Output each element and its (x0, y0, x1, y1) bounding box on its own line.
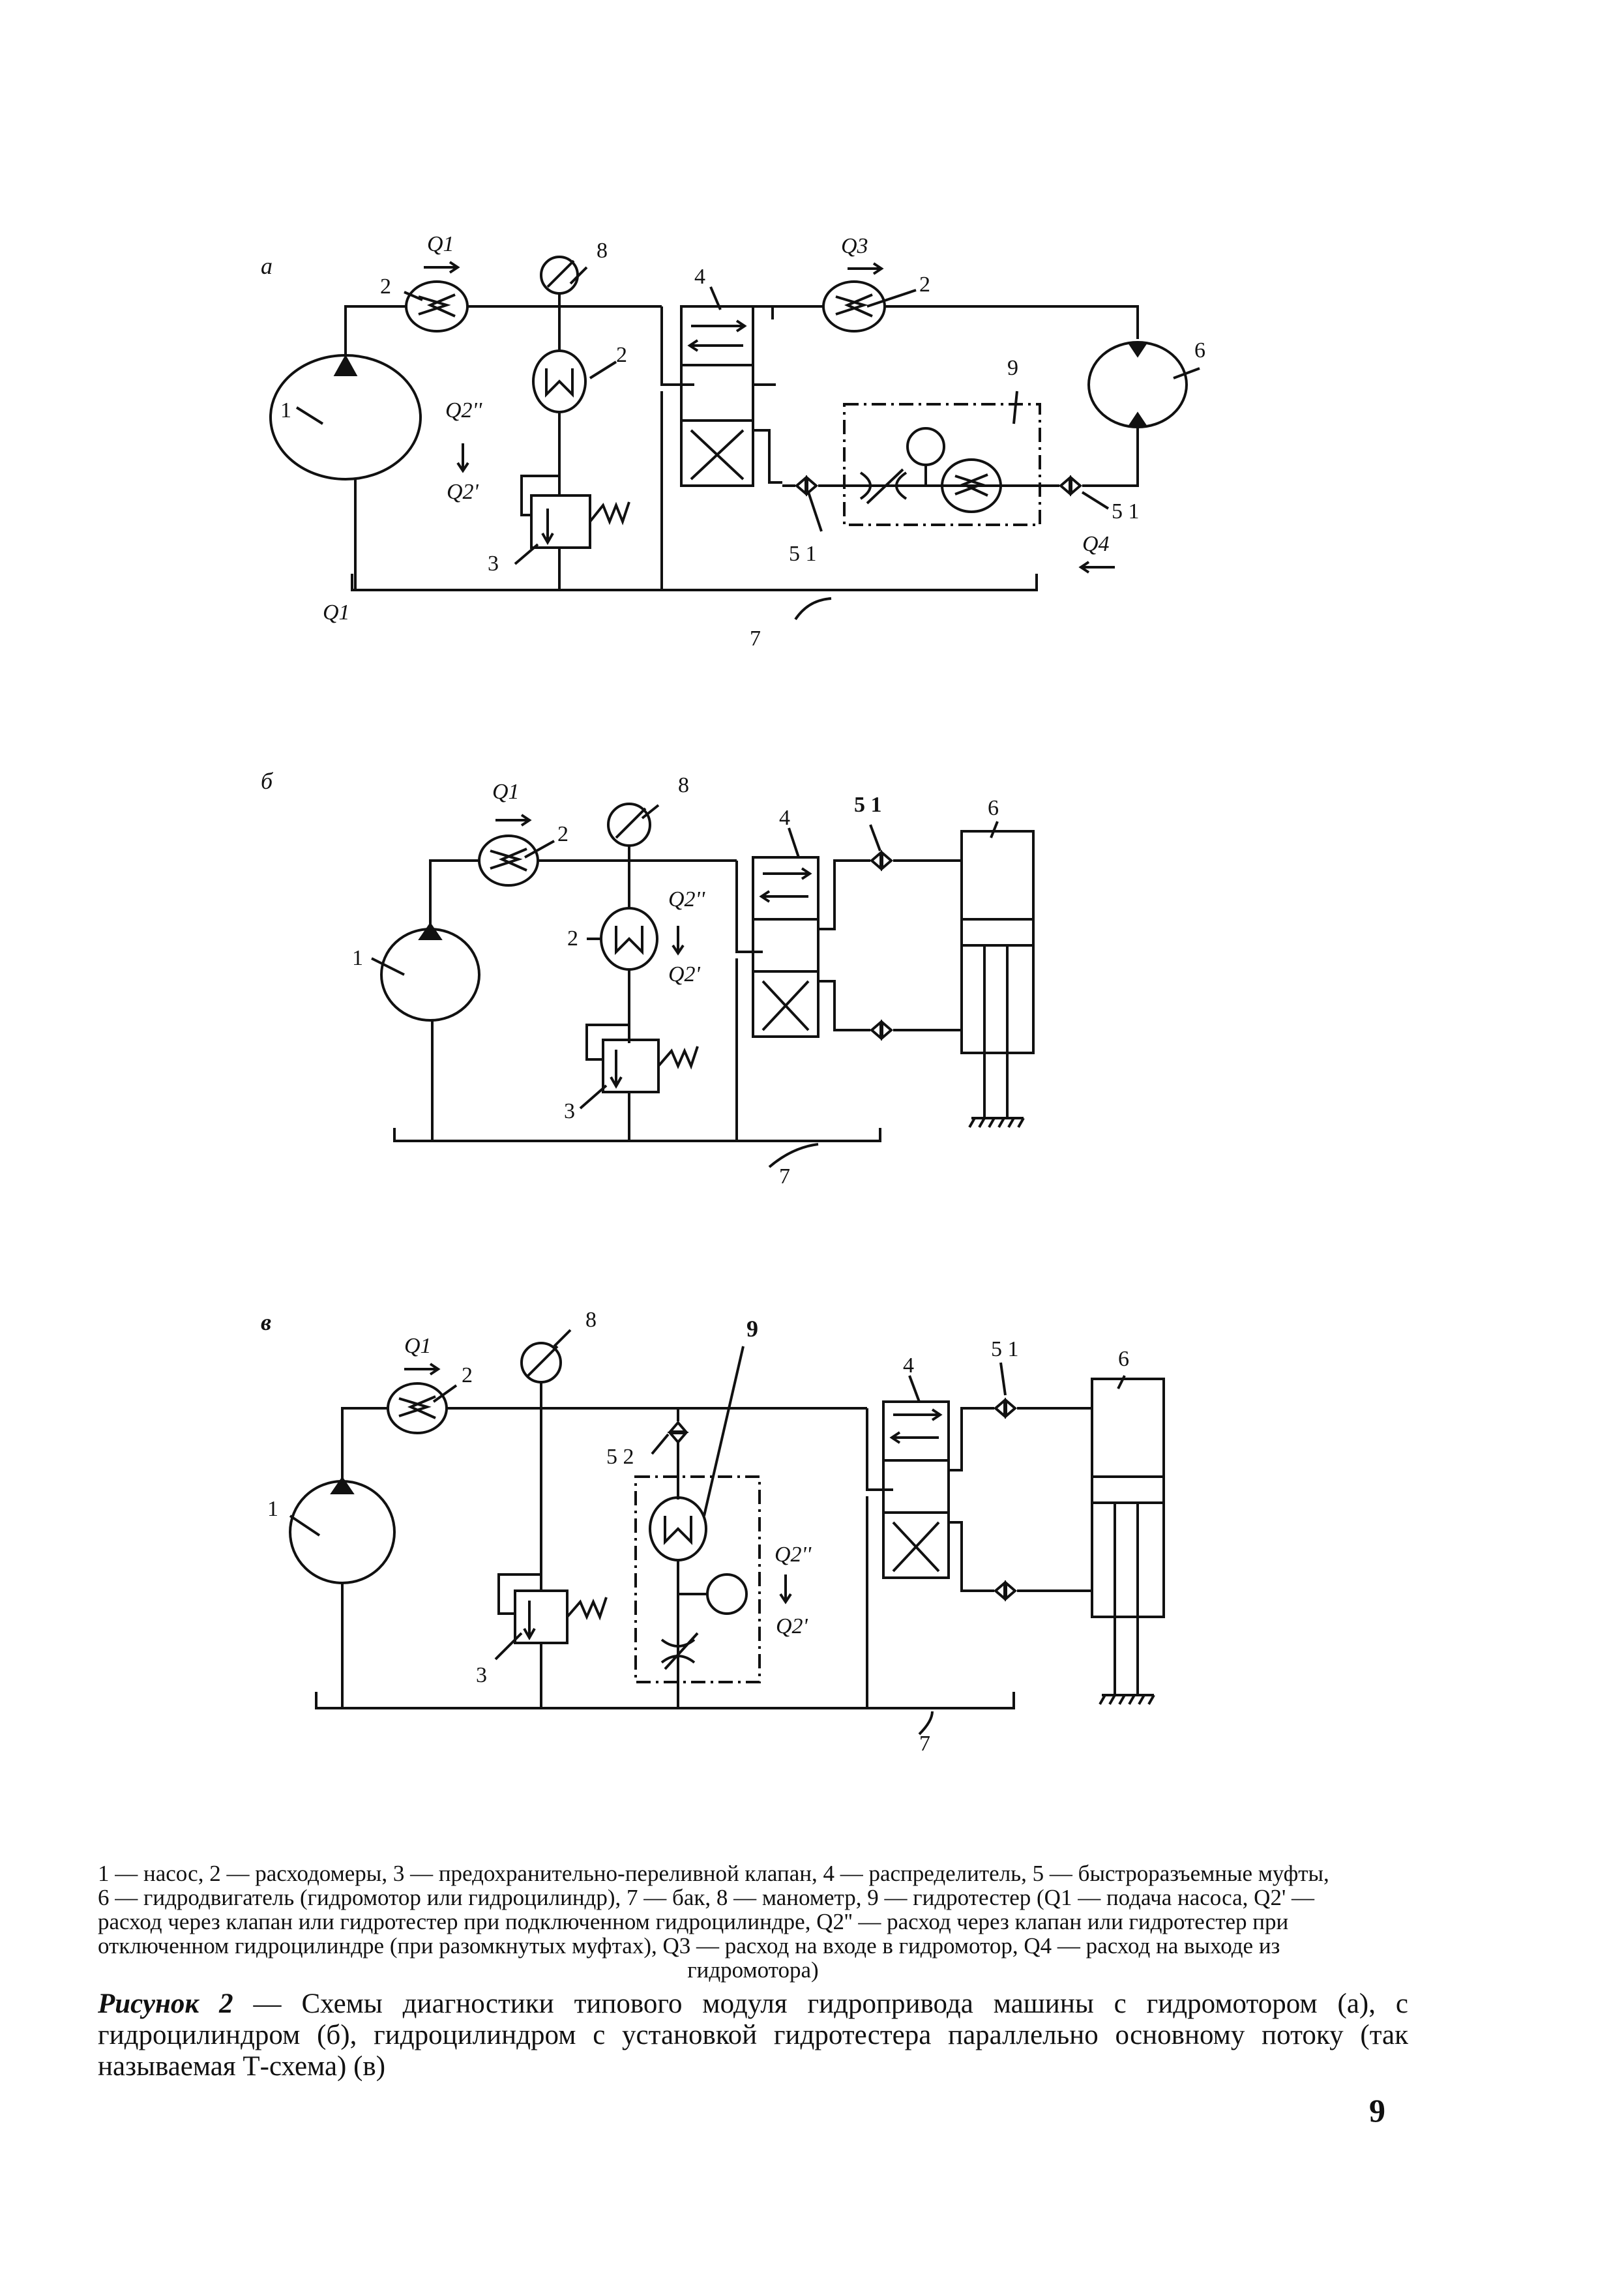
flow-q1: Q1 (404, 1334, 432, 1358)
flow-q3: Q3 (841, 234, 868, 258)
panel-a-letter: а (261, 253, 273, 279)
flow-q1: Q1 (492, 780, 520, 804)
label-1: 1 (280, 398, 291, 422)
label-4: 4 (903, 1353, 914, 1378)
label-2: 2 (462, 1363, 473, 1387)
label-7: 7 (750, 627, 761, 651)
flow-q2p: Q2' (447, 480, 479, 504)
figure-caption: Рисунок 2 — Схемы диагностики типового м… (98, 1988, 1408, 2082)
label-2: 2 (557, 822, 568, 846)
label-8: 8 (597, 239, 608, 263)
label-3: 3 (564, 1099, 575, 1123)
label-2: 2 (616, 343, 627, 367)
label-6: 6 (1194, 338, 1205, 362)
label-7: 7 (779, 1164, 790, 1189)
flow-q2pp: Q2'' (445, 398, 482, 422)
flow-q2pp: Q2'' (668, 887, 705, 911)
label-5-1: 5 1 (854, 793, 882, 817)
label-2: 2 (380, 274, 391, 299)
page-number: 9 (1369, 2092, 1385, 2129)
figure-2-schematics: а 1 2 2 2 3 4 5 1 5 1 6 7 8 9 Q1 Q2'' Q2… (261, 232, 1205, 1756)
legend-line: расход через клапан или гидротестер при … (98, 1909, 1289, 1934)
figure-legend: 1 — насос, 2 — расходомеры, 3 — предохра… (98, 1861, 1408, 1982)
panel-a-diagram (269, 256, 1200, 621)
flow-q1: Q1 (427, 232, 454, 256)
panel-b-diagram (371, 803, 1035, 1168)
label-8: 8 (678, 773, 689, 797)
label-9: 9 (746, 1316, 758, 1342)
legend-line: 6 — гидродвигатель (гидромотор или гидро… (98, 1885, 1315, 1910)
legend-line: отключенном гидроцилиндре (при разомкнут… (98, 1933, 1280, 1958)
label-4: 4 (694, 265, 705, 289)
label-7: 7 (919, 1732, 930, 1756)
label-3: 3 (476, 1663, 487, 1687)
panel-c-labels: в 1 2 3 4 5 1 5 2 6 7 8 9 Q1 Q2'' Q2' (261, 1308, 1129, 1756)
label-8: 8 (585, 1308, 597, 1332)
label-4: 4 (779, 806, 790, 830)
panel-a-labels: а 1 2 2 2 3 4 5 1 5 1 6 7 8 9 Q1 Q2'' Q2… (261, 232, 1205, 651)
label-5-2: 5 2 (606, 1445, 634, 1469)
label-5-1: 5 1 (789, 542, 817, 566)
label-5-1: 5 1 (991, 1337, 1019, 1361)
flow-q1-bottom: Q1 (323, 600, 350, 625)
label-9: 9 (1007, 356, 1018, 380)
flow-q4: Q4 (1082, 532, 1110, 556)
caption-label: Рисунок 2 (98, 1988, 233, 2019)
label-6: 6 (988, 796, 999, 820)
label-1: 1 (352, 946, 363, 970)
panel-b-letter: б (261, 768, 274, 794)
panel-b-labels: б 1 2 2 3 4 5 1 6 7 8 Q1 Q2'' Q2' (261, 768, 999, 1189)
label-2: 2 (567, 926, 578, 951)
legend-line: гидромотора) (687, 1957, 819, 1983)
label-1: 1 (267, 1497, 278, 1521)
flow-q2p: Q2' (776, 1614, 808, 1638)
label-6: 6 (1118, 1347, 1129, 1371)
label-3: 3 (488, 552, 499, 576)
label-5-1: 5 1 (1112, 499, 1140, 524)
panel-c-letter: в (261, 1309, 271, 1335)
label-2: 2 (919, 273, 930, 297)
legend-line: 1 — насос, 2 — расходомеры, 3 — предохра… (98, 1861, 1329, 1886)
flow-q2p: Q2' (668, 962, 701, 986)
caption-text: — Схемы диагностики типового модуля гидр… (98, 1988, 1408, 2082)
panel-c-diagram (289, 1329, 1165, 1736)
flow-q2pp: Q2'' (775, 1543, 812, 1567)
